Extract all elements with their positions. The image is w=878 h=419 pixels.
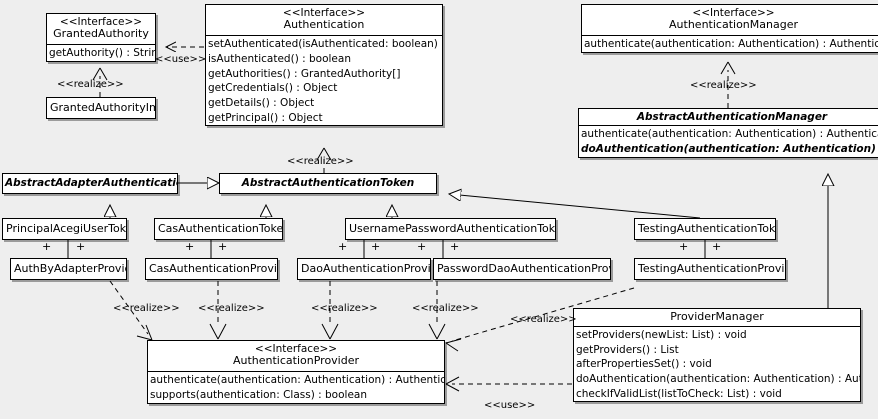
class-name: TestingAuthenticationProvider — [638, 262, 785, 275]
class-dao-authentication-provider[interactable]: DaoAuthenticationProvider — [297, 258, 431, 280]
edge-label-realize-daoprovider: <<realize>> — [311, 303, 378, 314]
class-name: PasswordDaoAuthenticationProvider — [437, 262, 610, 275]
member-item: getAuthorities() : GrantedAuthority[] — [208, 67, 401, 80]
edge-label-realize-grantedauthorityimpl: <<realize>> — [57, 79, 124, 90]
class-name: AbstractAdapterAuthenticationToken — [3, 174, 177, 193]
member-item: setProviders(newList: List) : void — [576, 328, 747, 341]
edge-label-realize-casprovider: <<realize>> — [198, 303, 265, 314]
class-cas-authentication-token[interactable]: CasAuthenticationToken — [154, 218, 283, 240]
class-authentication[interactable]: <<Interface>> Authentication setAuthenti… — [205, 4, 443, 127]
class-auth-by-adapter-provider[interactable]: AuthByAdapterProvider — [10, 258, 127, 280]
assoc-plus-marker: + — [371, 240, 381, 253]
class-abstract-authentication-token[interactable]: AbstractAuthenticationToken — [219, 173, 437, 194]
section-divider — [148, 371, 444, 373]
edge-label-realize-providermanager: <<realize>> — [510, 314, 577, 325]
class-name: AuthByAdapterProvider — [14, 262, 126, 275]
assoc-plus-marker: + — [338, 240, 348, 253]
class-header: <<Interface>> Authentication — [206, 5, 442, 35]
class-header: AbstractAuthenticationManager — [579, 109, 878, 125]
class-name: AuthenticationManager — [669, 18, 798, 32]
class-name: ProviderManager — [670, 310, 764, 323]
class-granted-authority[interactable]: <<Interface>> GrantedAuthority getAuthor… — [46, 13, 156, 63]
member-item: setAuthenticated(isAuthenticated: boolea… — [208, 38, 442, 51]
member-item: checkIfValidList(listToCheck: List) : vo… — [576, 387, 782, 400]
class-testing-authentication-provider[interactable]: TestingAuthenticationProvider — [634, 258, 786, 280]
class-abstract-adapter-authentication-token[interactable]: AbstractAdapterAuthenticationToken — [2, 173, 178, 194]
class-name-text: AbstractAuthenticationToken — [241, 177, 415, 189]
class-name: CasAuthenticationToken — [158, 222, 283, 235]
class-name: DaoAuthenticationProvider — [301, 262, 431, 275]
edge-label-use-providermanager: <<use>> — [484, 400, 536, 411]
members-section: setAuthenticated(isAuthenticated: boolea… — [206, 36, 442, 125]
class-principal-acegi-user-token[interactable]: PrincipalAcegiUserToken — [2, 218, 127, 240]
class-provider-manager[interactable]: ProviderManager setProviders(newList: Li… — [573, 308, 861, 403]
members-section: setProviders(newList: List) : void getPr… — [574, 327, 860, 401]
edge-label-realize-abstractauthmanager: <<realize>> — [690, 80, 757, 91]
assoc-plus-marker: + — [679, 240, 689, 253]
class-testing-authentication-token[interactable]: TestingAuthenticationToken — [634, 218, 776, 240]
edge-providermanager-uses-authprovider — [445, 376, 572, 392]
class-name: PrincipalAcegiUserToken — [6, 222, 127, 235]
edge-label-use-grantedauthority: <<use>> — [155, 54, 207, 65]
members-section: authenticate(authentication: Authenticat… — [582, 36, 878, 52]
stereotype-label: <<Interface>> — [282, 7, 366, 19]
member-item: isAuthenticated() : boolean — [208, 53, 351, 66]
section-divider — [47, 44, 155, 46]
section-divider — [579, 125, 878, 127]
edge-label-realize-authenticationtoken: <<realize>> — [287, 156, 354, 167]
member-item: authenticate(authentication: Authenticat… — [150, 374, 445, 387]
class-name: GrantedAuthority — [53, 27, 149, 41]
assoc-plus-marker: + — [42, 240, 52, 253]
class-name: AuthenticationProvider — [232, 354, 360, 368]
class-name: UsernamePasswordAuthenticationToken — [349, 222, 556, 235]
section-divider — [574, 325, 860, 327]
class-name: AbstractAuthenticationToken — [220, 174, 436, 193]
member-item: doAuthentication(authentication: Authent… — [576, 373, 860, 386]
member-item: getPrincipal() : Object — [208, 111, 323, 124]
section-divider — [582, 35, 878, 37]
class-authentication-provider[interactable]: <<Interface>> AuthenticationProvider aut… — [147, 340, 445, 404]
class-header: <<Interface>> AuthenticationManager — [582, 5, 878, 35]
member-item: afterPropertiesSet() : void — [576, 358, 712, 371]
assoc-plus-marker: + — [76, 240, 86, 253]
stereotype-label: <<Interface>> — [692, 7, 775, 19]
member-item: doAuthentication(authentication: Authent… — [581, 143, 878, 156]
stereotype-label: <<Interface>> — [254, 343, 338, 355]
member-item: getProviders() : List — [576, 343, 679, 356]
member-item: getAuthority() : String — [49, 47, 156, 60]
class-name: TestingAuthenticationToken — [638, 222, 776, 235]
class-cas-authentication-provider[interactable]: CasAuthenticationProvider — [145, 258, 278, 280]
stereotype-label: <<Interface>> — [59, 16, 143, 28]
assoc-plus-marker: + — [185, 240, 195, 253]
members-section: getAuthority() : String — [47, 45, 155, 61]
class-name: GrantedAuthorityImpl — [50, 101, 155, 114]
class-header: <<Interface>> AuthenticationProvider — [148, 341, 444, 371]
class-header: ProviderManager — [574, 309, 860, 326]
class-name: CasAuthenticationProvider — [149, 262, 277, 275]
edge-testingtoken-extends-abstracttoken — [449, 194, 701, 219]
member-item: authenticate(authentication: Authenticat… — [584, 38, 878, 51]
member-item: getCredentials() : Object — [208, 82, 338, 95]
class-header: <<Interface>> GrantedAuthority — [47, 14, 155, 44]
class-abstract-authentication-manager[interactable]: AbstractAuthenticationManager authentica… — [578, 108, 878, 158]
member-item: supports(authentication: Class) : boolea… — [150, 389, 367, 402]
edge-label-realize-passworddaoprovider: <<realize>> — [412, 303, 479, 314]
class-granted-authority-impl[interactable]: GrantedAuthorityImpl — [46, 97, 156, 119]
assoc-plus-marker: + — [218, 240, 228, 253]
class-password-dao-authentication-provider[interactable]: PasswordDaoAuthenticationProvider — [433, 258, 611, 280]
section-divider — [206, 35, 442, 37]
class-username-password-authentication-token[interactable]: UsernamePasswordAuthenticationToken — [345, 218, 556, 240]
class-name: AbstractAuthenticationManager — [636, 111, 828, 123]
members-section: authenticate(authentication: Authenticat… — [579, 126, 878, 156]
assoc-plus-marker: + — [417, 240, 427, 253]
class-name-text: AbstractAdapterAuthenticationToken — [5, 177, 177, 189]
member-item: authenticate(authentication: Authenticat… — [581, 128, 878, 141]
member-item: getDetails() : Object — [208, 97, 315, 110]
class-authentication-manager[interactable]: <<Interface>> AuthenticationManager auth… — [581, 4, 878, 54]
assoc-plus-marker: + — [712, 240, 722, 253]
class-name: Authentication — [283, 18, 365, 32]
edge-label-realize-authbyadapter: <<realize>> — [113, 303, 180, 314]
assoc-plus-marker: + — [450, 240, 460, 253]
members-section: authenticate(authentication: Authenticat… — [148, 372, 444, 402]
